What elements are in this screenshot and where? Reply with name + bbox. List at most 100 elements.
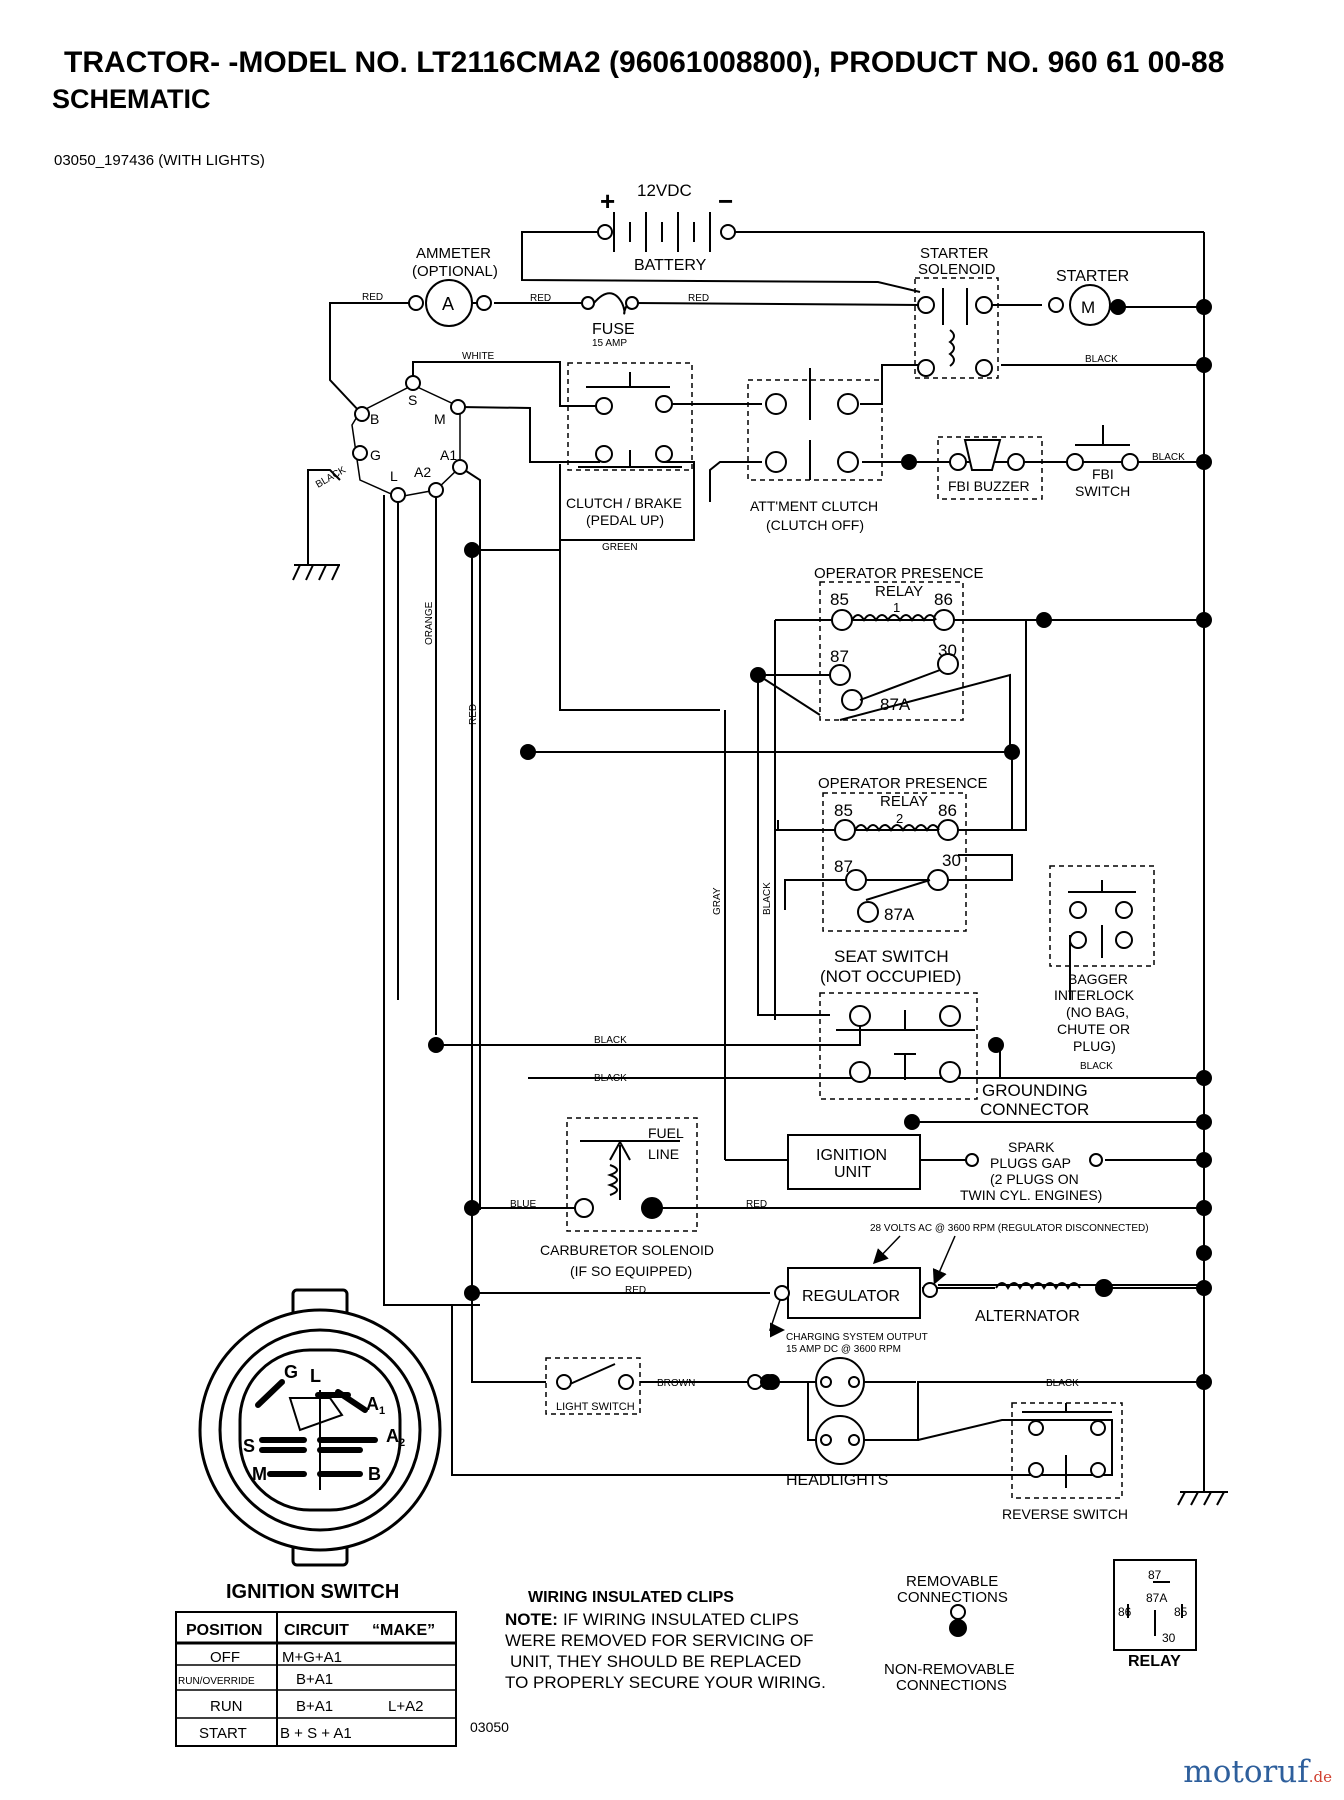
wire-red-label: RED	[625, 1285, 646, 1296]
ignition-terminals	[351, 375, 468, 503]
relay-legend-87a: 87A	[1146, 1591, 1167, 1605]
relay2-label: OPERATOR PRESENCE	[818, 775, 987, 792]
clutch-brake-state: (PEDAL UP)	[586, 512, 664, 528]
battery	[597, 212, 736, 252]
att-clutch-state: (CLUTCH OFF)	[766, 517, 864, 533]
clutch-brake-label: CLUTCH / BRAKE	[566, 495, 682, 511]
wire-gray-label: GRAY	[712, 887, 723, 915]
clips-note-line3: UNIT, THEY SHOULD BE REPLACED	[510, 1652, 801, 1671]
relay2-30: 30	[942, 851, 961, 870]
legend-nonremovable: NON-REMOVABLE	[884, 1661, 1015, 1678]
ign-G: G	[284, 1362, 298, 1382]
relay2-85: 85	[834, 801, 853, 820]
relay2-86: 86	[938, 801, 957, 820]
seat-switch	[819, 992, 978, 1100]
bagger-label2: INTERLOCK	[1054, 987, 1135, 1003]
fuse-label: FUSE	[592, 321, 635, 338]
table-circuit-override: B+A1	[296, 1671, 333, 1688]
fuel-label: FUEL	[648, 1125, 684, 1141]
grounding-label: GROUNDING	[982, 1081, 1088, 1100]
doc-number: 03050	[470, 1719, 509, 1735]
regulator	[787, 1267, 921, 1319]
relay2-num: 2	[896, 811, 903, 826]
wire-black-label: BLACK	[1085, 354, 1118, 365]
starter-label: STARTER	[1056, 268, 1129, 285]
ignition-table	[175, 1611, 457, 1747]
relay1-30: 30	[938, 641, 957, 660]
page-subtitle: SCHEMATIC	[52, 84, 211, 114]
fbi-switch-label: FBI	[1092, 466, 1114, 482]
table-circuit-start: B + S + A1	[280, 1725, 352, 1742]
legend-removable: REMOVABLE	[906, 1573, 998, 1590]
table-position-override: RUN/OVERRIDE	[178, 1676, 255, 1687]
table-position-start: START	[199, 1725, 247, 1742]
fuel-line-label: LINE	[648, 1146, 679, 1162]
ignition-unit-label2: UNIT	[834, 1164, 872, 1181]
fbi-switch	[1066, 425, 1139, 471]
ignition-unit-label: IGNITION	[816, 1147, 887, 1164]
wire-white-label: WHITE	[462, 351, 495, 362]
relay2-87a: 87A	[884, 905, 915, 924]
fbi-switch-label2: SWITCH	[1075, 483, 1130, 499]
relay1-87: 87	[830, 647, 849, 666]
relay1-label: OPERATOR PRESENCE	[814, 565, 983, 582]
starter-solenoid	[914, 277, 999, 379]
clips-note-line1: IF WIRING INSULATED CLIPS	[563, 1610, 799, 1629]
bagger-label5: PLUG)	[1073, 1038, 1116, 1054]
ammeter-optional: (OPTIONAL)	[412, 263, 498, 280]
battery-minus: −	[718, 186, 733, 216]
relay1-85: 85	[830, 590, 849, 609]
terminal-B: B	[370, 411, 379, 427]
terminal-A1: A1	[440, 447, 457, 463]
relay2-label2: RELAY	[880, 793, 928, 810]
relay2-87: 87	[834, 857, 853, 876]
ign-A1-sub: 1	[379, 1405, 385, 1417]
wire-black-label: BLACK	[1152, 452, 1185, 463]
table-header-make: “MAKE”	[372, 1622, 435, 1639]
carburetor-solenoid	[566, 1117, 698, 1232]
fbi-buzzer-label: FBI BUZZER	[948, 478, 1030, 494]
wire-blue-label: BLUE	[510, 1199, 536, 1210]
bagger-interlock-switch	[1049, 865, 1155, 967]
battery-voltage: 12VDC	[637, 181, 692, 200]
junction-dots	[428, 299, 1212, 1390]
wire-brown-label: BROWN	[657, 1378, 695, 1389]
alternator-label: ALTERNATOR	[975, 1308, 1080, 1325]
bagger-label4: CHUTE OR	[1057, 1021, 1130, 1037]
charging-rating: 15 AMP DC @ 3600 RPM	[786, 1344, 901, 1355]
fuse-rating: 15 AMP	[592, 338, 627, 349]
ign-A2-sub: 2	[399, 1437, 405, 1449]
ign-B: B	[368, 1464, 381, 1484]
legend-nonremovable2: CONNECTIONS	[896, 1677, 1007, 1694]
ammeter-symbol: A	[442, 294, 454, 314]
relay-legend-85: 85	[1174, 1605, 1188, 1619]
battery-plus: +	[600, 186, 615, 216]
relay1-label2: RELAY	[875, 583, 923, 600]
wire-red-label: RED	[362, 292, 383, 303]
relay1-num: 1	[893, 600, 900, 615]
battery-label: BATTERY	[634, 257, 707, 274]
relay1-86: 86	[934, 590, 953, 609]
relay-legend-label: RELAY	[1128, 1653, 1181, 1670]
wire-red-label: RED	[468, 704, 479, 725]
wire-black-label: BLACK	[762, 882, 773, 915]
ign-L: L	[310, 1366, 321, 1386]
terminal-A2: A2	[414, 464, 431, 480]
removable-connection-symbol	[950, 1604, 966, 1620]
relay1-87a: 87A	[880, 695, 911, 714]
ign-M: M	[252, 1464, 267, 1484]
seat-switch-state: (NOT OCCUPIED)	[820, 967, 961, 986]
light-switch-label: LIGHT SWITCH	[556, 1401, 635, 1413]
wire-black-label: BLACK	[1080, 1061, 1113, 1072]
carb-label: CARBURETOR SOLENOID	[540, 1242, 714, 1258]
headlights-label: HEADLIGHTS	[786, 1472, 888, 1489]
clutch-brake-switch	[567, 362, 693, 471]
regulator-label: REGULATOR	[802, 1288, 900, 1305]
wire-black-label: BLACK	[1046, 1378, 1079, 1389]
starter-solenoid-label2: SOLENOID	[918, 261, 996, 278]
starter-motor	[1048, 284, 1126, 326]
spark-plugs	[965, 1153, 1103, 1167]
carb-equipped: (IF SO EQUIPPED)	[570, 1263, 692, 1279]
ignition-switch-label: IGNITION SWITCH	[226, 1581, 399, 1603]
